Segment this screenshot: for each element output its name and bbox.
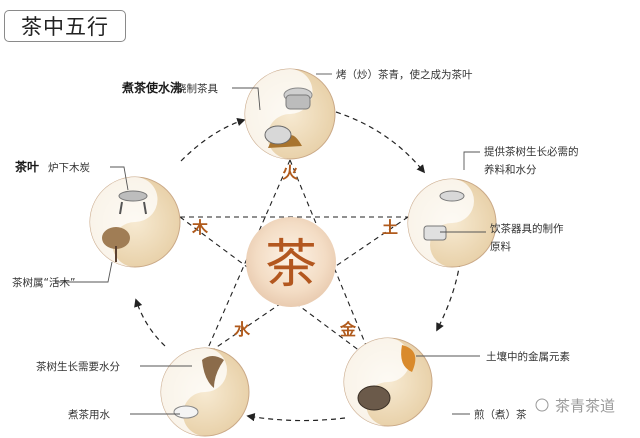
label-fire-left-bold: 煮茶使水沸 (121, 80, 182, 95)
generating-cycle (134, 111, 461, 422)
node-fire (244, 68, 336, 160)
arrow-fire-to-earth (335, 111, 426, 174)
element-fire: 火 (282, 163, 299, 182)
annotations: 煮茶使水沸 烧制茶具 烤（炒）茶青，使之成为茶叶 茶叶 炉下木炭 茶树属“活木”… (12, 68, 579, 421)
label-wood-top-bold: 茶叶 (14, 159, 39, 174)
label-earth-top-1: 提供茶树生长必需的 (484, 145, 579, 158)
leader-lines (55, 73, 486, 415)
arrow-wood-to-fire (180, 117, 246, 162)
element-metal: 金 (339, 320, 357, 339)
label-wood-top: 炉下木炭 (48, 162, 90, 174)
element-earth: 土 (382, 218, 398, 237)
page-title: 茶中五行 (21, 15, 109, 39)
label-fire-right: 烤（炒）茶青，使之成为茶叶 (336, 68, 473, 81)
watermark-text: 茶青茶道 (555, 397, 615, 415)
node-water (160, 347, 250, 437)
center-tea: 茶 (246, 217, 336, 307)
node-earth (407, 178, 497, 268)
element-wood: 木 (191, 218, 209, 237)
label-earth-bottom-1: 饮茶器具的制作 (490, 222, 564, 235)
label-water-top: 茶树生长需要水分 (36, 360, 120, 373)
label-earth-bottom-2: 原料 (490, 240, 511, 253)
label-metal-bottom: 煎（煮）茶 (474, 408, 527, 421)
label-wood-bottom: 茶树属“活木” (12, 276, 75, 289)
label-earth-top-2: 养料和水分 (484, 163, 537, 176)
title-box: 茶中五行 (4, 10, 126, 42)
watermark: 茶青茶道 (535, 397, 615, 415)
center-char: 茶 (265, 235, 317, 295)
arrow-water-to-wood (134, 298, 166, 347)
label-water-bottom: 煮茶用水 (68, 408, 110, 421)
node-metal (343, 337, 433, 427)
arrow-metal-to-water (246, 412, 346, 422)
element-water: 水 (234, 320, 251, 339)
label-fire-left: 烧制茶具 (176, 82, 218, 95)
node-wood (89, 176, 181, 268)
arrow-earth-to-metal (436, 261, 461, 332)
element-labels: 火 土 金 水 木 (191, 163, 398, 339)
label-metal-top: 土壤中的金属元素 (486, 350, 570, 363)
